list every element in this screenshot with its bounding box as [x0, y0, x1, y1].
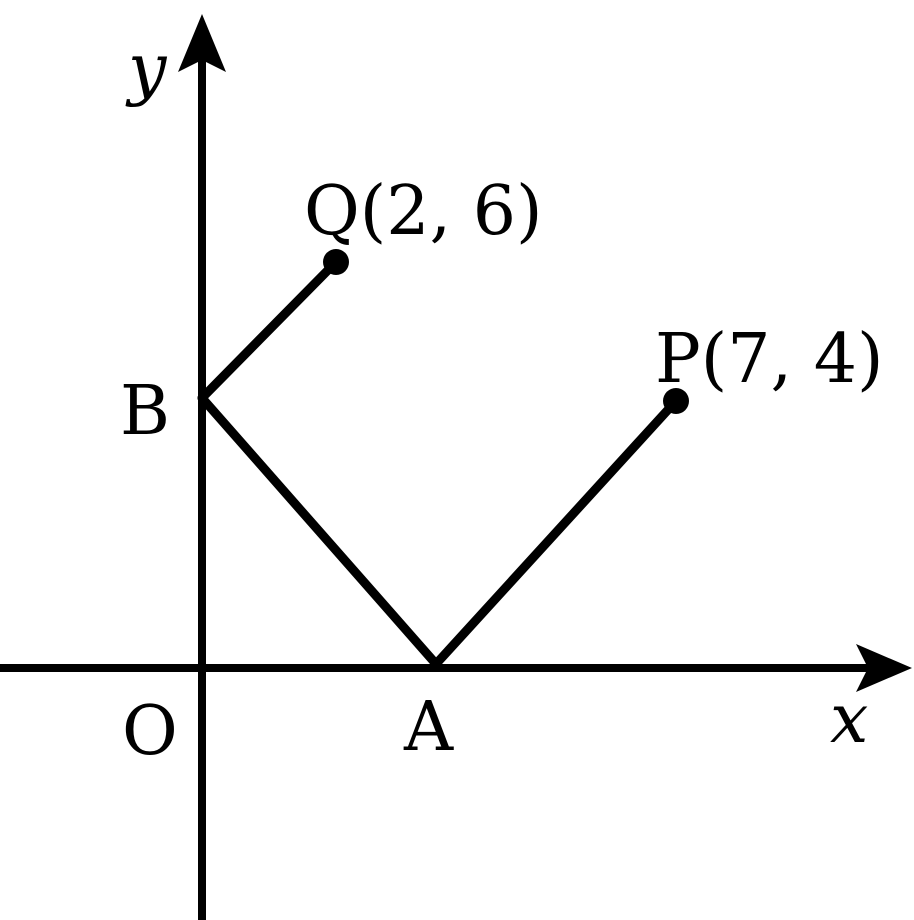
segment-qb [197, 257, 341, 403]
origin-label: O [122, 692, 178, 771]
point-q-marker [323, 249, 349, 275]
y-axis-label: y [125, 30, 168, 109]
point-p-label: P(7, 4) [655, 320, 884, 399]
segment-ap [431, 396, 681, 669]
point-a-label: A [403, 688, 454, 767]
segment-ba [197, 393, 441, 669]
x-axis-arrowhead [856, 644, 912, 692]
x-axis-label: x [830, 680, 868, 759]
point-q-label: Q(2, 6) [304, 172, 543, 251]
y-axis-arrowhead [178, 14, 226, 72]
point-b-label: B [120, 372, 170, 451]
point-p-marker [663, 388, 689, 414]
